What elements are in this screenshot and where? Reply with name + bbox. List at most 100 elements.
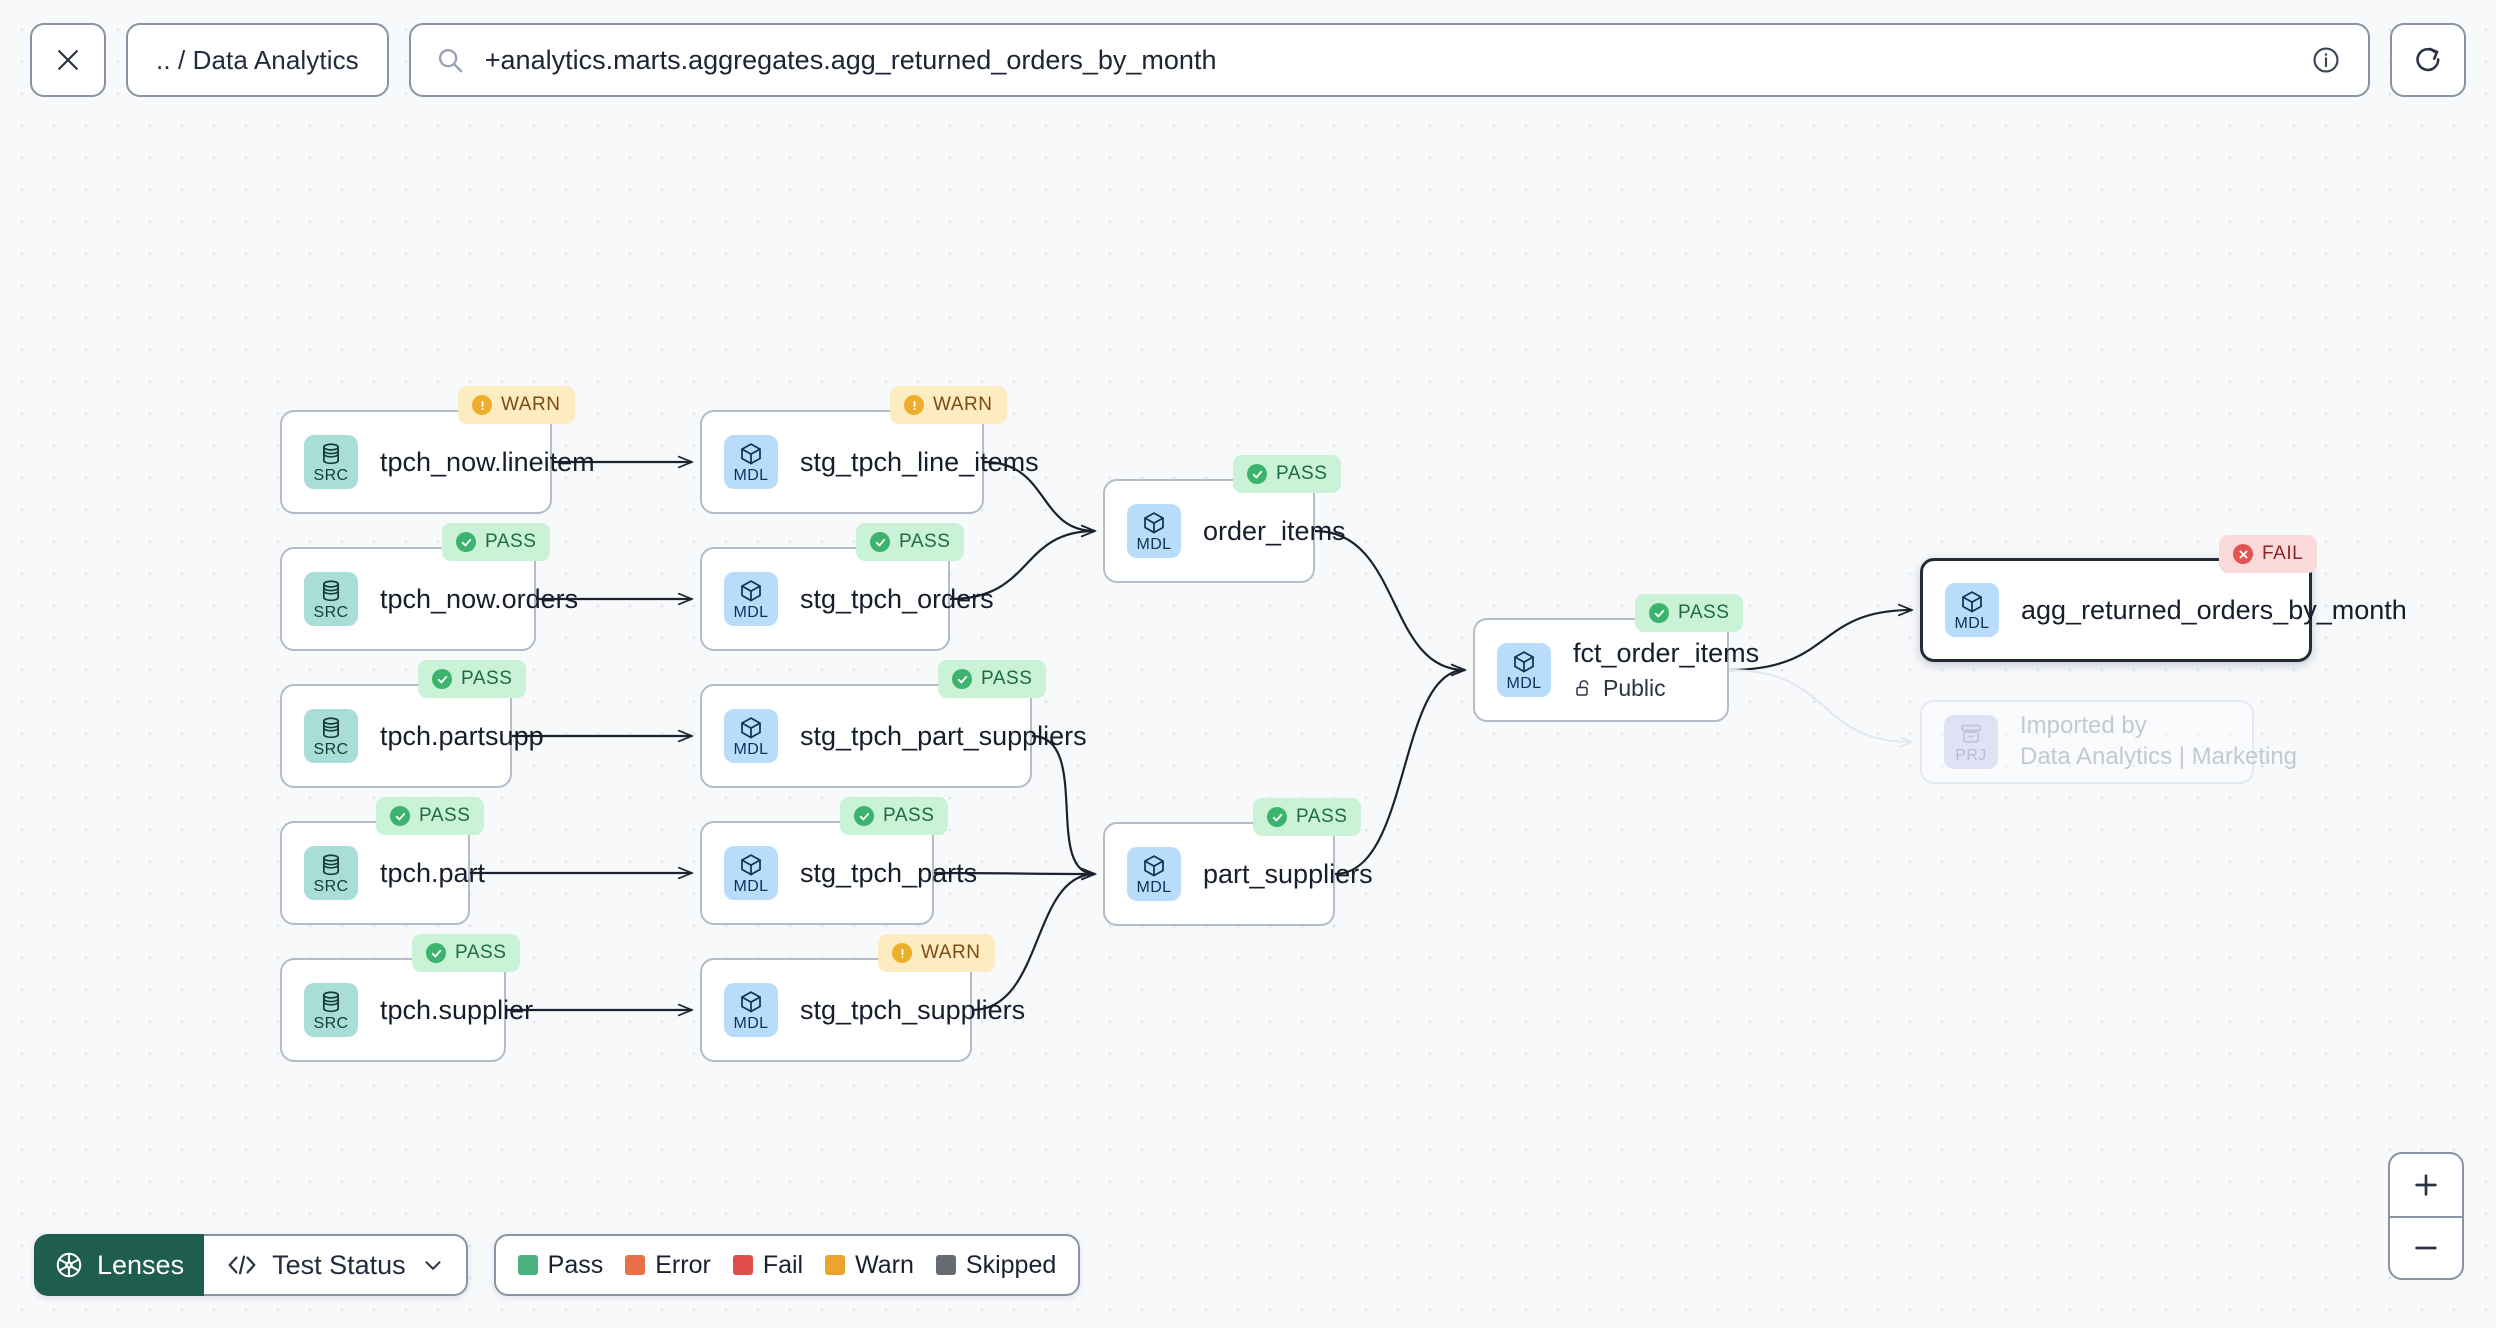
status-badge-pass[interactable]: PASS bbox=[442, 523, 551, 561]
check-icon bbox=[1272, 813, 1282, 821]
cube-icon bbox=[1144, 854, 1164, 876]
node-type-label: PRJ bbox=[1955, 746, 1987, 764]
search-icon bbox=[438, 48, 463, 73]
plus-icon bbox=[2415, 1174, 2437, 1196]
node-subtitle: Public bbox=[1573, 675, 1701, 702]
legend-item-warn[interactable]: Warn bbox=[825, 1251, 914, 1280]
graph-node-stg_tpch_parts[interactable]: MDL stg_tpch_parts PASS bbox=[700, 797, 978, 925]
bottom-toolbar: Lenses Test Status Pass Error Fail Warn Skip… bbox=[34, 1234, 1081, 1296]
node-type-badge-src: SRC bbox=[304, 709, 358, 763]
test-status-dropdown[interactable]: Test Status bbox=[204, 1234, 468, 1296]
graph-node-tpch_part[interactable]: SRC tpch.part PASS bbox=[280, 797, 486, 925]
cube-icon bbox=[1962, 590, 1982, 612]
node-type-badge-mdl: MDL bbox=[1127, 847, 1181, 901]
node-type-badge-mdl: MDL bbox=[724, 846, 778, 900]
status-badge-pass[interactable]: PASS bbox=[418, 660, 527, 698]
edge-stg_tpch_suppliers-to-part_suppliers bbox=[971, 874, 1095, 1012]
check-icon bbox=[1654, 609, 1664, 617]
status-badge-pass[interactable]: PASS bbox=[1233, 455, 1342, 493]
node-type-label: SRC bbox=[313, 877, 349, 895]
legend-swatch bbox=[825, 1255, 846, 1275]
status-label: PASS bbox=[1276, 463, 1328, 484]
node-body: tpch.supplier bbox=[380, 995, 533, 1025]
status-badge-pass[interactable]: PASS bbox=[938, 660, 1047, 698]
legend-label: Error bbox=[655, 1250, 711, 1279]
legend-item-error[interactable]: Error bbox=[625, 1251, 711, 1280]
search-input[interactable]: +analytics.marts.aggregates.agg_returned… bbox=[408, 23, 2370, 97]
exclamation-icon bbox=[901, 948, 903, 958]
close-button[interactable] bbox=[30, 23, 106, 97]
status-badge-warn[interactable]: WARN bbox=[878, 934, 995, 972]
database-icon bbox=[322, 716, 340, 738]
status-dot bbox=[904, 395, 924, 415]
status-badge-pass[interactable]: PASS bbox=[412, 934, 521, 972]
status-badge-pass[interactable]: PASS bbox=[1253, 798, 1362, 836]
node-type-label: MDL bbox=[1136, 535, 1172, 553]
zoom-in-button[interactable] bbox=[2390, 1154, 2462, 1216]
edge-order_items-to-fct_order_items bbox=[1314, 529, 1465, 670]
exclamation-icon bbox=[481, 400, 483, 410]
node-body: stg_tpch_orders bbox=[800, 584, 994, 614]
cube-icon bbox=[1514, 650, 1534, 672]
status-badge-warn[interactable]: WARN bbox=[458, 386, 575, 424]
status-label: WARN bbox=[501, 394, 561, 415]
node-body: stg_tpch_parts bbox=[800, 857, 978, 888]
check-icon bbox=[1252, 470, 1262, 478]
node-type-badge-mdl: MDL bbox=[724, 983, 778, 1037]
status-label: WARN bbox=[921, 942, 981, 963]
status-badge-pass[interactable]: PASS bbox=[376, 797, 485, 835]
cube-icon bbox=[741, 579, 761, 601]
status-badge-pass[interactable]: PASS bbox=[840, 797, 949, 835]
x-icon bbox=[2239, 550, 2247, 558]
node-body: tpch_now.orders bbox=[380, 584, 578, 614]
info-icon[interactable] bbox=[2310, 44, 2342, 76]
legend-item-skipped[interactable]: Skipped bbox=[935, 1251, 1056, 1280]
node-title: stg_tpch_parts bbox=[800, 857, 978, 888]
database-icon bbox=[322, 853, 340, 875]
refresh-button[interactable] bbox=[2390, 23, 2466, 97]
status-badge-fail[interactable]: FAIL bbox=[2219, 535, 2318, 573]
legend-swatch bbox=[935, 1255, 956, 1275]
chevron-down-icon[interactable] bbox=[420, 1252, 446, 1278]
node-type-label: MDL bbox=[733, 466, 769, 484]
status-badge-warn[interactable]: WARN bbox=[890, 386, 1007, 424]
lenses-button[interactable]: Lenses bbox=[34, 1234, 207, 1296]
edge-fct_order_items-to-imported_by_project bbox=[1728, 669, 1912, 742]
status-label: FAIL bbox=[2262, 543, 2304, 564]
edge-stg_tpch_parts-to-part_suppliers bbox=[933, 873, 1095, 874]
zoom-out-button[interactable] bbox=[2390, 1216, 2462, 1278]
breadcrumb[interactable]: .. / Data Analytics bbox=[126, 23, 389, 97]
status-label: PASS bbox=[1678, 602, 1730, 623]
lens-group: Lenses Test Status bbox=[34, 1234, 468, 1296]
status-badge-pass[interactable]: PASS bbox=[856, 523, 965, 561]
lenses-label: Lenses bbox=[97, 1249, 185, 1280]
status-label: PASS bbox=[455, 942, 507, 963]
legend-item-pass[interactable]: Pass bbox=[517, 1251, 603, 1280]
legend-swatch bbox=[732, 1255, 753, 1275]
search-query-text[interactable]: +analytics.marts.aggregates.agg_returned… bbox=[484, 44, 1217, 75]
aperture-icon bbox=[56, 1252, 82, 1278]
legend-swatch bbox=[517, 1255, 538, 1275]
node-type-label: MDL bbox=[1506, 674, 1542, 692]
status-dot bbox=[426, 943, 446, 963]
status-badge-pass[interactable]: PASS bbox=[1635, 594, 1744, 632]
node-title: tpch.part bbox=[380, 857, 486, 888]
status-dot bbox=[854, 806, 874, 826]
legend-item-fail[interactable]: Fail bbox=[732, 1251, 803, 1280]
